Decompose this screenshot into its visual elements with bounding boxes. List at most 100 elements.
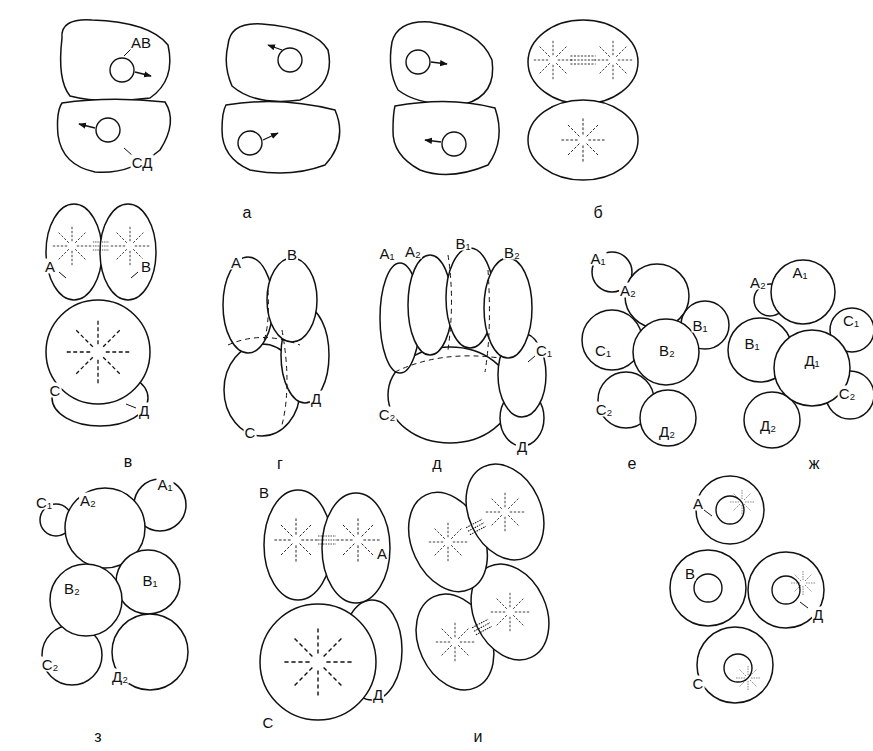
blastomere-label: С₂ xyxy=(838,386,857,401)
eight-cell-top-view xyxy=(582,252,729,446)
drawing-part xyxy=(771,260,835,324)
blastomere-label: С₁ xyxy=(35,495,53,510)
drawing-part xyxy=(736,666,760,690)
blastomere-label: А₂ xyxy=(79,493,97,508)
drawing-part xyxy=(59,272,66,278)
drawing-part xyxy=(633,319,699,385)
blastomere-label: А₁ xyxy=(589,251,606,266)
panel-letter: з xyxy=(93,729,102,745)
drawing-part xyxy=(748,552,824,628)
drawing-part xyxy=(640,390,696,446)
drawing-part xyxy=(472,619,492,635)
drawing-part xyxy=(528,100,638,180)
blastomere-label: С₁ xyxy=(594,343,612,358)
drawing-part xyxy=(238,131,262,155)
blastomere-label: Д₁ xyxy=(803,353,820,368)
drawing-part xyxy=(390,22,492,105)
blastomere-label: А₂ xyxy=(404,244,422,259)
drawing-part xyxy=(694,574,722,602)
two-cell-stage xyxy=(58,20,500,175)
drawing-part xyxy=(570,56,595,64)
drawing-part xyxy=(267,258,317,342)
blastomere-label: Д₂ xyxy=(111,669,129,684)
blastomere-label: С₁ xyxy=(535,343,553,358)
panel-letter: ж xyxy=(808,456,821,472)
drawing-part xyxy=(486,493,524,531)
drawing-part xyxy=(336,518,379,561)
eight-cell-side-view xyxy=(40,479,188,690)
blastomere-label: Д xyxy=(812,607,824,622)
drawing-part xyxy=(318,536,336,544)
blastomere-label: С₂ xyxy=(378,407,397,422)
drawing-part xyxy=(46,300,150,404)
blastomere-label: А₂ xyxy=(619,283,637,298)
drawing-part xyxy=(67,321,129,383)
drawing-part xyxy=(96,118,120,142)
panel-letter: а xyxy=(242,205,253,221)
drawing-part xyxy=(135,72,151,76)
blastomere-label: В₁ xyxy=(743,336,760,351)
blastomere-label: А xyxy=(230,255,242,270)
eight-cell-stage xyxy=(380,248,546,446)
four-cell-mitosis xyxy=(260,490,402,720)
blastomere-label: В xyxy=(286,247,298,262)
blastomere-label: А₁ xyxy=(791,265,808,280)
blastomere-label: А xyxy=(376,546,388,561)
drawing-part xyxy=(528,356,535,362)
drawing-part xyxy=(448,255,452,350)
blastomere-label: С xyxy=(49,383,62,398)
blastomere-label: С₂ xyxy=(41,657,60,672)
blastomere-label: С xyxy=(262,715,275,730)
blastomere-label: А₁ xyxy=(378,246,395,261)
drawing-part xyxy=(534,41,572,79)
drawing-part xyxy=(704,510,712,516)
drawing-part xyxy=(46,204,102,300)
blastomere-label: Д₂ xyxy=(658,424,676,439)
drawing-part xyxy=(436,623,474,661)
drawing-part xyxy=(484,258,532,358)
drawing-part xyxy=(406,50,430,74)
drawing-part xyxy=(226,24,329,102)
drawing-part xyxy=(53,227,91,265)
drawing-part xyxy=(278,48,302,72)
blastomere-label: А₁ xyxy=(156,477,173,492)
blastomere-label: С₂ xyxy=(595,402,614,417)
drawing-part xyxy=(395,356,500,372)
drawing-part xyxy=(268,45,282,50)
drawing-part xyxy=(260,604,376,720)
drawing-part xyxy=(716,496,744,524)
blastomere-label: А xyxy=(44,259,56,274)
drawing-part xyxy=(100,204,156,300)
drawing-part xyxy=(466,519,486,535)
panel-letter: и xyxy=(473,729,484,745)
drawing-part xyxy=(58,99,171,172)
blastomere-label: В₁ xyxy=(691,318,708,333)
drawing-part xyxy=(112,614,188,690)
panel-letter: е xyxy=(627,456,638,472)
blastomere-label: В xyxy=(258,485,270,500)
drawing-part xyxy=(442,132,466,156)
drawing-part xyxy=(263,133,278,140)
drawing-part xyxy=(79,124,95,128)
blastomere-label: В₁ xyxy=(141,573,158,588)
blastomere-label: С₁ xyxy=(842,313,860,328)
drawing-part xyxy=(485,270,489,372)
blastomere-label: Д xyxy=(516,439,528,454)
blastomere-label: А₂ xyxy=(749,275,767,290)
drawing-part xyxy=(282,330,287,425)
panel-letter: б xyxy=(592,205,603,221)
drawing-part xyxy=(791,571,815,595)
panel-letter: в xyxy=(123,454,134,470)
drawing-part xyxy=(582,310,642,370)
drawing-part xyxy=(451,451,559,572)
four-cell-mitosis-tilted xyxy=(393,451,563,702)
blastomere-label: В xyxy=(140,259,152,274)
drawing-part xyxy=(431,62,447,64)
eight-cell-top-view xyxy=(728,260,873,448)
blastomere-label: Д xyxy=(310,391,322,406)
drawing-part xyxy=(322,493,390,603)
blastomere-label: С xyxy=(692,676,705,691)
three-cell-stage xyxy=(46,204,156,426)
